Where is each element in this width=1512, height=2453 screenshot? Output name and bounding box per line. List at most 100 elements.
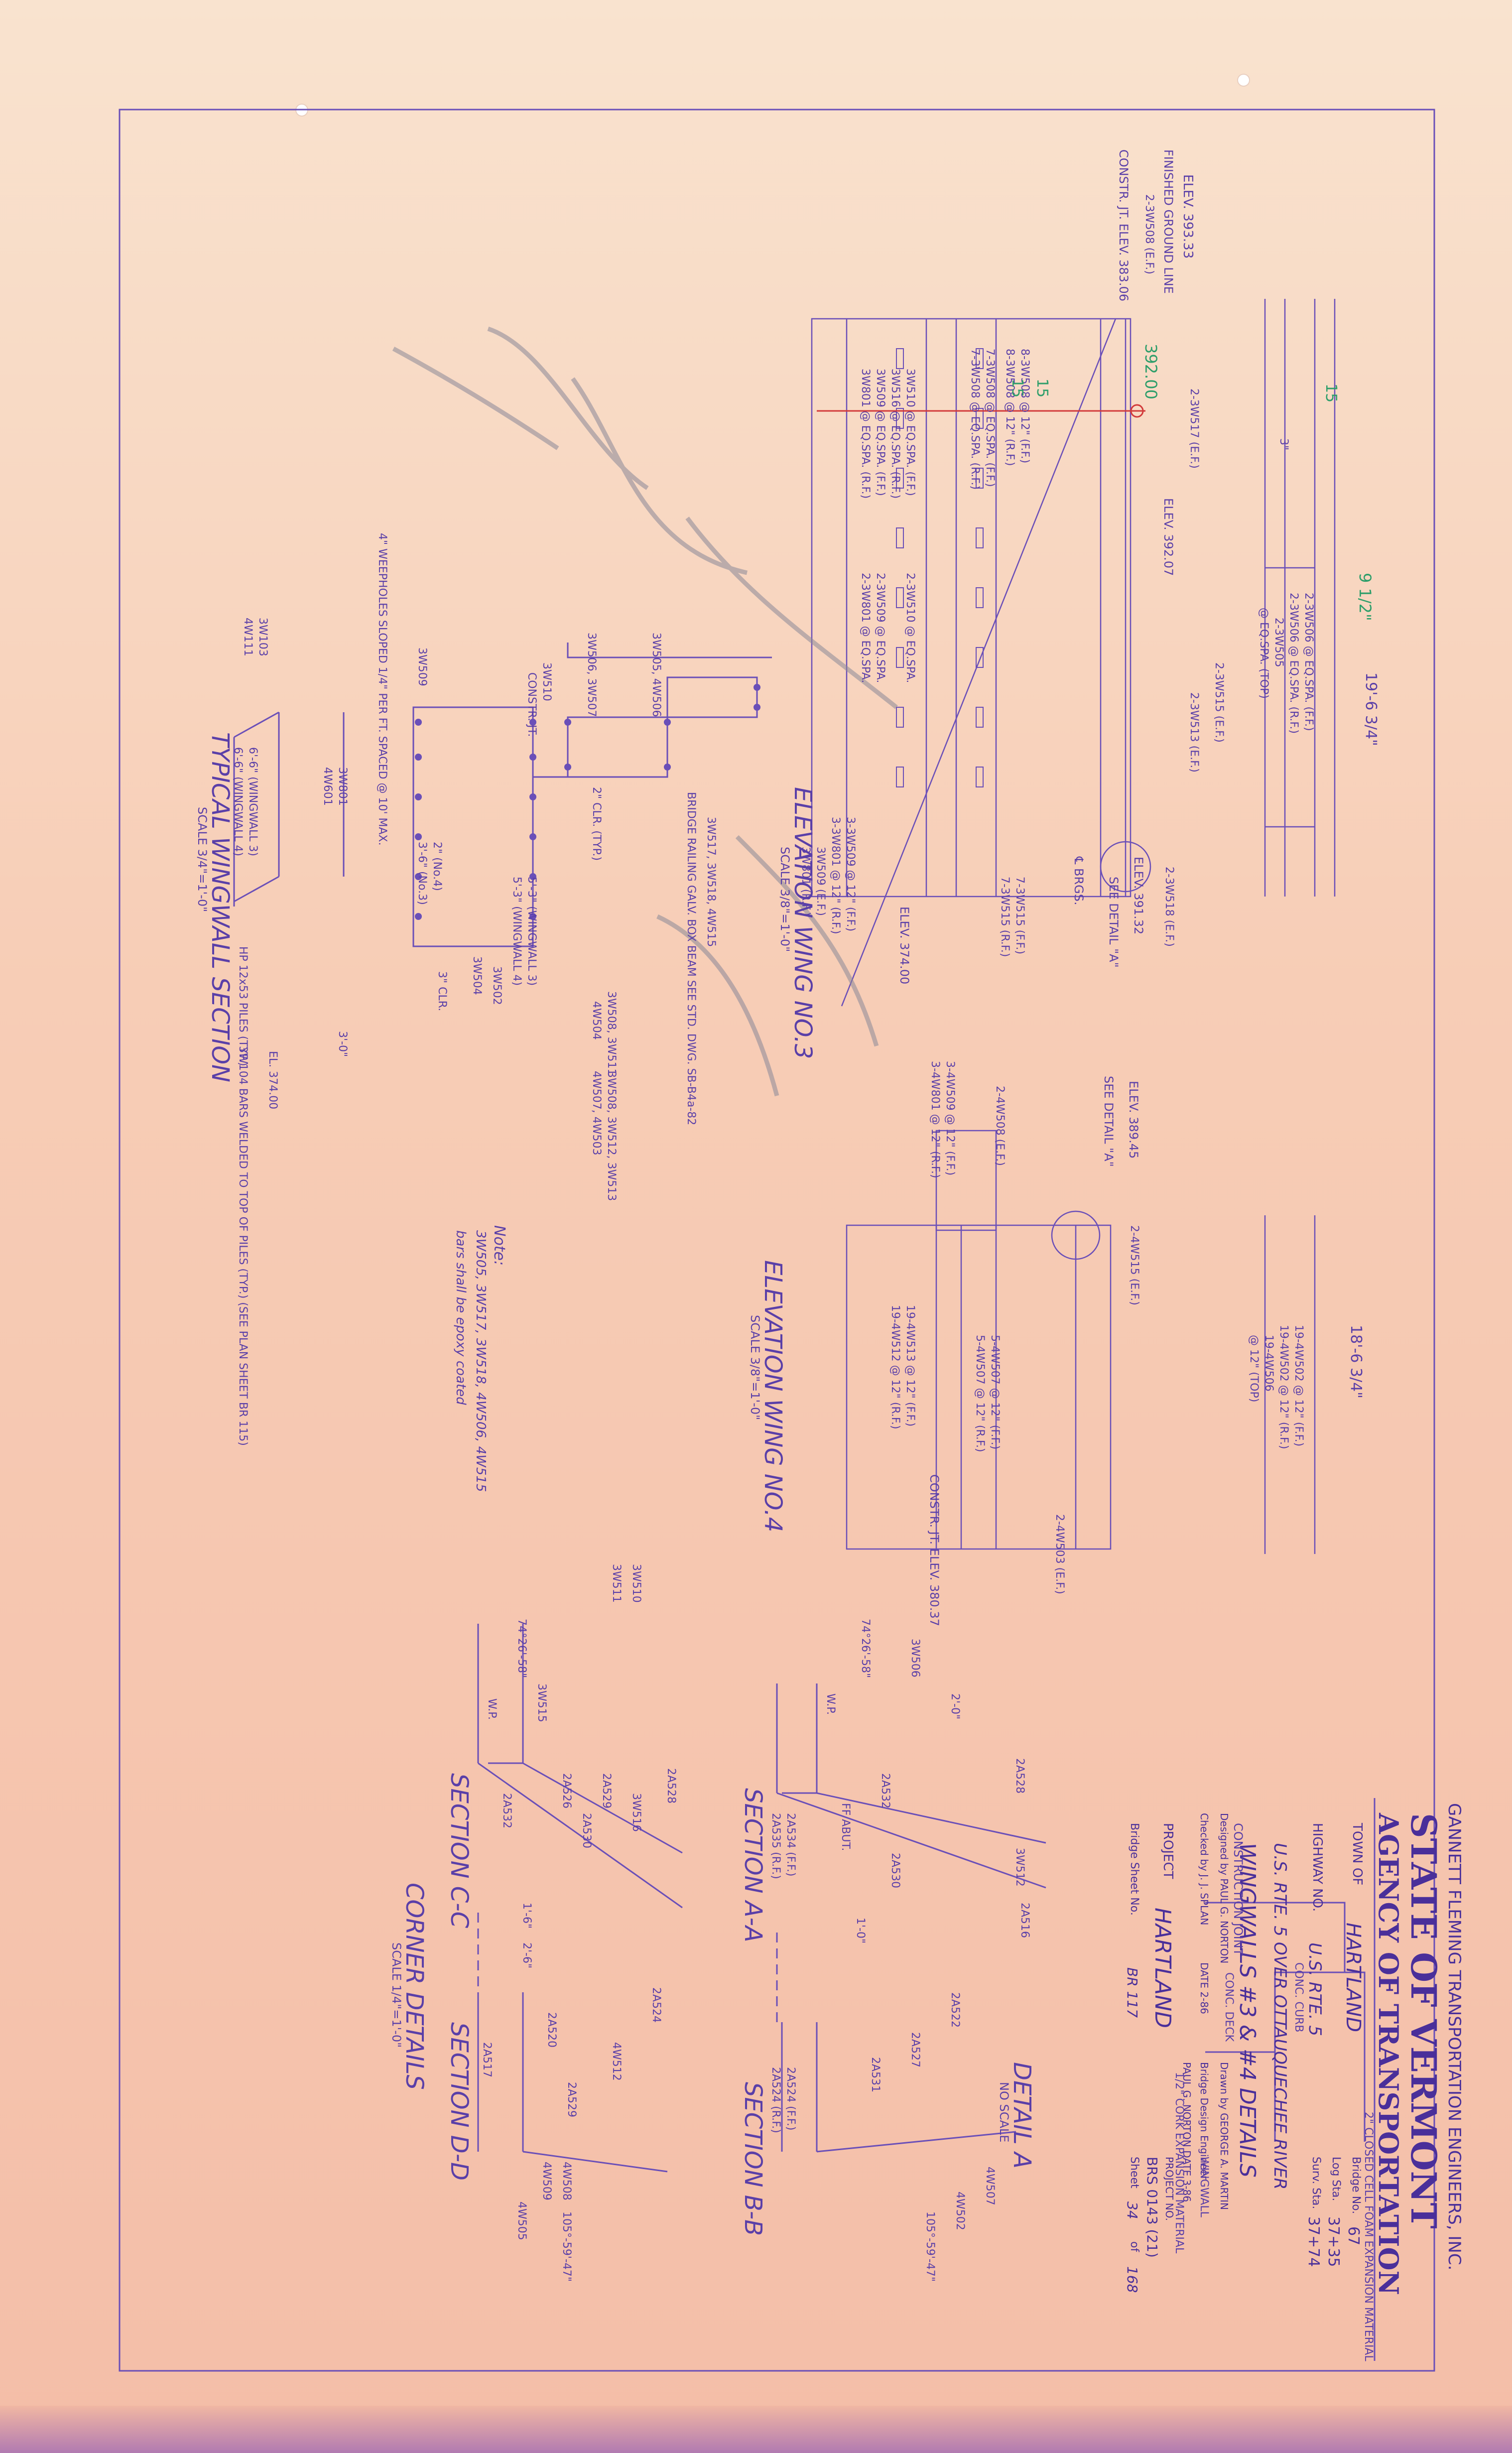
bar-mark: 2A528 <box>665 1768 677 1804</box>
bar-mark: 3-4W801 @ 12" (R.F.) <box>929 1061 941 1178</box>
elevation-wing-4-scale: SCALE 3/8"=1'-0" <box>748 1315 762 1420</box>
angle-label: 105°-59'-47" <box>924 2211 936 2282</box>
bar-mark: 2A522 <box>949 1992 961 2028</box>
bar-mark: 4W507, 4W503 <box>590 1071 603 1156</box>
bar-mark: 2-3W513 (E.F.) <box>1188 692 1200 773</box>
bar-mark: 3W516 @ EQ.SPA. (R.F.) <box>889 369 901 499</box>
bar-mark: 3W509 <box>416 647 428 686</box>
bar-mark: 4W502 <box>954 2192 966 2230</box>
bar-mark: 8-3W508 @ 12" (F.F.) <box>1018 349 1031 464</box>
brgs-label: ℄ BRGS. <box>1072 857 1086 905</box>
bar-mark: 4W601 <box>321 767 334 806</box>
construction-joint-label: CONSTRUCTION JOINT <box>1231 1823 1245 1956</box>
bar-mark: 4W504 <box>590 1001 603 1040</box>
bar-mark: 19-4W506 <box>1262 1335 1275 1392</box>
dimension: 6'-6" (WINGWALL 4) <box>232 747 244 857</box>
bar-mark: 7-3W508 @ EQ.SPA. (R.F.) <box>969 349 981 490</box>
bottom-edge-strip <box>0 2406 1512 2453</box>
wingwall-label: WINGWALL <box>1198 2157 1210 2217</box>
bar-mark: @ EQ.SPA. (TOP) <box>1258 608 1270 699</box>
project-value: HARTLAND <box>1150 1908 1175 2029</box>
constr-jt-elev-380-label: CONSTR. JT. ELEV. 380.37 <box>927 1474 941 1626</box>
bar-mark: 2-3W506 @ EQ.SPA. (F.F.) <box>1302 593 1315 731</box>
bar-mark: 2-4W508 (E.F.) <box>994 1086 1006 1166</box>
bar-mark: 4W111 <box>242 618 254 656</box>
bar-mark: 2A530 <box>889 1853 901 1889</box>
bar-mark: 3W510 <box>630 1564 642 1603</box>
bar-mark: 2-3W801 @ EQ.SPA. <box>859 573 872 683</box>
bar-mark: 2A529 <box>565 2082 578 2118</box>
bar-mark: 2-3W515 (E.F.) <box>1213 662 1225 743</box>
date-1: DATE 2-86 <box>1198 1962 1210 2014</box>
dimension: 5'-3" (WINGWALL 4) <box>510 877 523 986</box>
bar-mark: 19-4W512 @ 12" (R.F.) <box>889 1305 901 1429</box>
bar-mark: 2A530 <box>580 1813 593 1849</box>
bar-mark: 7-3W515 (F.F.) <box>1013 877 1026 955</box>
note-heading: Note: <box>491 1225 508 1266</box>
of-value: 168 <box>1124 2266 1140 2293</box>
dimension: CONSTR. JT. <box>525 672 538 737</box>
bar-mark: 3W512 <box>1013 1848 1026 1887</box>
elev-391-32-label: ELEV. 391.32 <box>1132 857 1145 935</box>
bar-mark: 2A528 <box>1013 1758 1026 1794</box>
bar-mark: 3W511 <box>610 1564 623 1603</box>
sections-ab-lines <box>776 1683 1046 2153</box>
detail-a-scale: NO SCALE <box>997 2082 1011 2143</box>
section-aa-title: SECTION A-A <box>739 1788 767 1942</box>
elev-389-45-label: ELEV. 389.45 <box>1127 1081 1140 1159</box>
bar-mark: 2-4W503 (E.F.) <box>1053 1514 1066 1594</box>
bar-mark: 4W508 <box>560 2162 573 2200</box>
bar-mark: 5-4W507 @ 12" (F.F.) <box>989 1335 1001 1450</box>
closed-cell-foam-label: 2" CLOSED CELL FOAM EXPANSION MATERIAL <box>1362 2112 1375 2361</box>
section-dd-title: SECTION D-D <box>445 2022 473 2181</box>
bar-mark: 2A532 <box>879 1773 891 1809</box>
elev-392-07-label: ELEV. 392.07 <box>1161 498 1175 576</box>
conc-curb-label: CONC. CURB <box>1292 1962 1305 2033</box>
bar-mark: 4W507 <box>984 2167 996 2205</box>
bar-mark: 2-3W510 @ EQ.SPA. <box>904 573 916 683</box>
town-label: TOWN OF <box>1350 1823 1365 1886</box>
agency-line-2: AGENCY OF TRANSPORTATION <box>1373 1813 1404 2295</box>
bar-mark: 3W801 @ EQ.SPA. (R.F.) <box>859 369 872 499</box>
bar-mark: 2A516 <box>1018 1903 1031 1938</box>
bar-mark: 2A524 <box>650 1987 662 2023</box>
section-cc-title: SECTION C-C <box>445 1773 473 1929</box>
weepholes-note: 4" WEEPHOLES SLOPED 1/4" PER FT. SPACED … <box>376 533 388 846</box>
handwritten-elevation: 392.00 <box>1141 344 1160 399</box>
elevation-wing-4-title: ELEVATION WING NO.4 <box>759 1260 787 1533</box>
bar-mark: 2-3W505 <box>1272 618 1285 667</box>
typical-section-scale: SCALE 3/4"=1'-0" <box>195 807 209 912</box>
dimension-18-6: 18'-6 3/4" <box>1347 1325 1365 1399</box>
work-point-label: W.P. <box>486 1698 498 1720</box>
bridge-no-label: Bridge No. <box>1350 2157 1362 2214</box>
bar-mark: 3W505, 4W506 <box>650 633 662 717</box>
dimension: 3'-0" <box>336 1031 349 1057</box>
bar-mark: 3-4W509 @ 12" (F.F.) <box>944 1061 956 1176</box>
expansion-material-label: 1/2" CORK EXPANSION MATERIAL <box>1173 2072 1185 2254</box>
see-detail-a-label-1: SEE DETAIL "A" <box>1107 877 1121 968</box>
constr-jt-elev-label: CONSTR. JT. ELEV. 383.06 <box>1117 149 1131 301</box>
bar-mark: 2-4W515 (E.F.) <box>1128 1225 1140 1305</box>
bar-mark: 3W506 <box>909 1639 921 1678</box>
consultant-name: GANNETT FLEMING TRANSPORTATION ENGINEERS… <box>1444 1803 1464 2271</box>
dimension-19-6: 19'-6 3/4" <box>1362 672 1380 746</box>
bar-mark: FF ABUT. <box>839 1803 852 1851</box>
survey-sta-label: Surv. Sta. <box>1310 2157 1322 2209</box>
bar-mark: 7-3W508 @ EQ.SPA. (F.F.) <box>984 349 996 487</box>
dimension: 3" <box>1277 438 1290 451</box>
bar-mark: 3-3W801 @ 12" (R.F.) <box>829 817 842 934</box>
detail-a-lines <box>1205 1902 1366 2142</box>
elevation-wing-3-scale: SCALE 3/8"=1'-0" <box>778 847 792 952</box>
sections-cd-lines <box>477 1624 683 2173</box>
bar-mark: 2A532 <box>501 1793 513 1829</box>
handwritten-mark: 15 <box>1008 379 1026 398</box>
bar-mark: 4W505 <box>515 2201 528 2240</box>
town-value: HARTLAND <box>1342 1923 1365 2033</box>
bar-mark: 3W103 <box>256 618 269 656</box>
bar-mark: 3W801 (R.F.) <box>799 847 812 916</box>
sheet-border <box>119 109 1435 2372</box>
highway-label: HIGHWAY NO. <box>1310 1823 1325 1912</box>
handwritten-mark: 15 <box>1033 379 1051 398</box>
route-description: U.S. RTE. 5 OVER OTTAUQUECHEE RIVER <box>1270 1843 1290 2190</box>
bar-mark: 3W516 <box>630 1793 642 1832</box>
